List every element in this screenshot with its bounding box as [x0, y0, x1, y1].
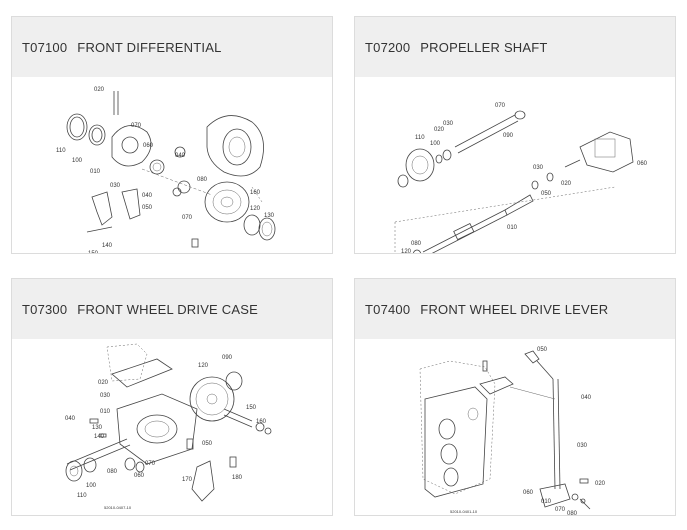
card-header: T07300 FRONT WHEEL DRIVE CASE	[12, 279, 332, 339]
part-label: 090	[222, 355, 233, 361]
part-label: 040	[65, 416, 76, 422]
part-label: 030	[577, 443, 588, 449]
part-label: 170	[182, 477, 193, 483]
part-label: 010	[541, 499, 552, 505]
propeller-shaft-diagram: 110 100 020 030 070 090 030 050 020 060 …	[394, 103, 648, 253]
part-label: 070	[555, 507, 566, 513]
part-label: 110	[56, 148, 66, 154]
part-label: 020	[94, 87, 105, 93]
part-label: 110	[415, 135, 425, 141]
part-label: 100	[86, 483, 97, 489]
part-label: 070	[145, 461, 156, 467]
part-label: 040	[581, 395, 592, 401]
part-label: 060	[637, 161, 648, 167]
part-label: 080	[411, 241, 422, 247]
card-code: T07400	[365, 301, 411, 317]
part-label: 020	[561, 181, 572, 187]
part-label: 070	[131, 123, 142, 129]
part-label: 100	[72, 158, 83, 164]
part-label: 040	[142, 193, 153, 199]
catalog-card-propeller-shaft[interactable]: T07200 PROPELLER SHAFT 110 100 020 030 0…	[354, 16, 676, 254]
part-label: 080	[197, 177, 208, 183]
part-label: 130	[92, 425, 103, 431]
part-label: 030	[100, 393, 111, 399]
part-label: 050	[537, 347, 548, 353]
part-label: 160	[256, 419, 267, 425]
part-label: 030	[533, 165, 544, 171]
card-title: PROPELLER SHAFT	[420, 39, 548, 55]
part-label: 020	[434, 127, 445, 133]
front-wheel-drive-lever-diagram: 050 040 030 060 010 070 080 020 52010-04…	[419, 347, 606, 515]
part-label: 030	[110, 183, 121, 189]
part-label: 120	[198, 363, 209, 369]
drawing-number: 52010-0407-10	[104, 505, 132, 510]
part-label: 040	[175, 153, 186, 159]
part-label: 140	[102, 243, 113, 249]
part-label: 080	[567, 511, 578, 515]
front-differential-diagram: 020 110 100 010 070 060 040 030 080 040 …	[56, 87, 276, 253]
catalog-card-front-wheel-drive-lever[interactable]: T07400 FRONT WHEEL DRIVE LEVER 050 040 0…	[354, 278, 676, 516]
part-label: 180	[232, 475, 243, 481]
part-label: 060	[134, 473, 145, 479]
part-label: 140	[94, 434, 105, 440]
part-label: 150	[88, 251, 99, 253]
part-label: 070	[495, 103, 506, 109]
card-header: T07200 PROPELLER SHAFT	[355, 17, 675, 77]
part-label: 060	[143, 143, 154, 149]
card-title: FRONT WHEEL DRIVE CASE	[77, 301, 258, 317]
part-label: 150	[246, 405, 257, 411]
part-label: 010	[100, 409, 111, 415]
drawing-number: 52010-0401-10	[450, 509, 478, 514]
part-label: 070	[182, 215, 193, 221]
catalog-card-front-differential[interactable]: T07100 FRONT DIFFERENTIAL 020	[11, 16, 333, 254]
part-label: 060	[523, 490, 534, 496]
front-wheel-drive-case-diagram: 120 090 020 030 010 150 160 040 130 140 …	[65, 343, 272, 510]
part-label: 080	[107, 469, 118, 475]
part-label: 130	[264, 213, 275, 219]
part-label: 100	[430, 141, 441, 147]
part-label: 020	[98, 380, 109, 386]
part-label: 010	[507, 225, 518, 231]
catalog-card-front-wheel-drive-case[interactable]: T07300 FRONT WHEEL DRIVE CASE 120 090 02…	[11, 278, 333, 516]
card-title: FRONT WHEEL DRIVE LEVER	[420, 301, 609, 317]
part-label: 020	[595, 481, 606, 487]
card-code: T07200	[365, 39, 411, 55]
card-code: T07100	[22, 39, 68, 55]
part-label: 030	[443, 121, 454, 127]
part-label: 160	[250, 190, 261, 196]
part-label: 120	[401, 249, 412, 253]
part-label: 010	[90, 169, 101, 175]
part-label: 050	[541, 191, 552, 197]
card-header: T07100 FRONT DIFFERENTIAL	[12, 17, 332, 77]
part-label: 050	[142, 205, 153, 211]
part-label: 050	[202, 441, 213, 447]
part-label: 090	[503, 133, 514, 139]
card-code: T07300	[22, 301, 68, 317]
part-label: 120	[250, 206, 261, 212]
part-label: 110	[77, 493, 87, 499]
card-title: FRONT DIFFERENTIAL	[77, 39, 222, 55]
card-header: T07400 FRONT WHEEL DRIVE LEVER	[355, 279, 675, 339]
